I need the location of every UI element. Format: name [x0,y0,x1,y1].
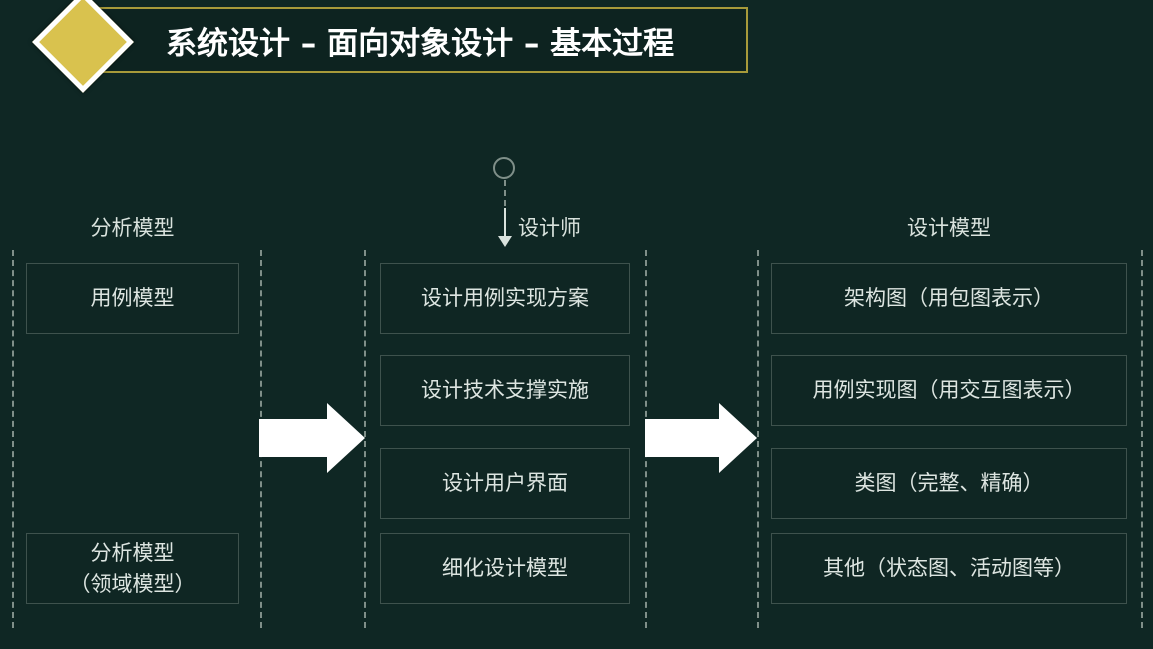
process-box-4: 细化设计模型 [380,533,630,604]
separator-line [364,250,366,628]
analysis-box-domain-model: 分析模型 （领域模型） [26,533,239,604]
separator-line [12,250,14,628]
page-title: 系统设计 – 面向对象设计 – 基本过程 [166,26,675,62]
analysis-box-use-case-model: 用例模型 [26,263,239,334]
design-box-architecture: 架构图（用包图表示） [771,263,1127,334]
process-box-1: 设计用例实现方案 [380,263,630,334]
right-arrow-icon [645,403,757,473]
separator-line [1141,250,1143,628]
start-node-icon [493,157,515,179]
designer-actor-label: 设计师 [518,216,581,240]
start-connector [504,180,506,206]
process-box-2: 设计技术支撑实施 [380,355,630,426]
design-box-other: 其他（状态图、活动图等） [771,533,1127,604]
analysis-model-heading: 分析模型 [90,216,175,240]
design-box-class-diagram: 类图（完整、精确） [771,448,1127,519]
process-box-3: 设计用户界面 [380,448,630,519]
down-arrow-icon [498,236,512,247]
separator-line [757,250,759,628]
right-arrow-icon [259,403,365,473]
design-box-use-case-realization: 用例实现图（用交互图表示） [771,355,1127,426]
title-banner [82,7,748,73]
design-model-heading: 设计模型 [907,216,991,240]
start-connector [504,208,506,238]
